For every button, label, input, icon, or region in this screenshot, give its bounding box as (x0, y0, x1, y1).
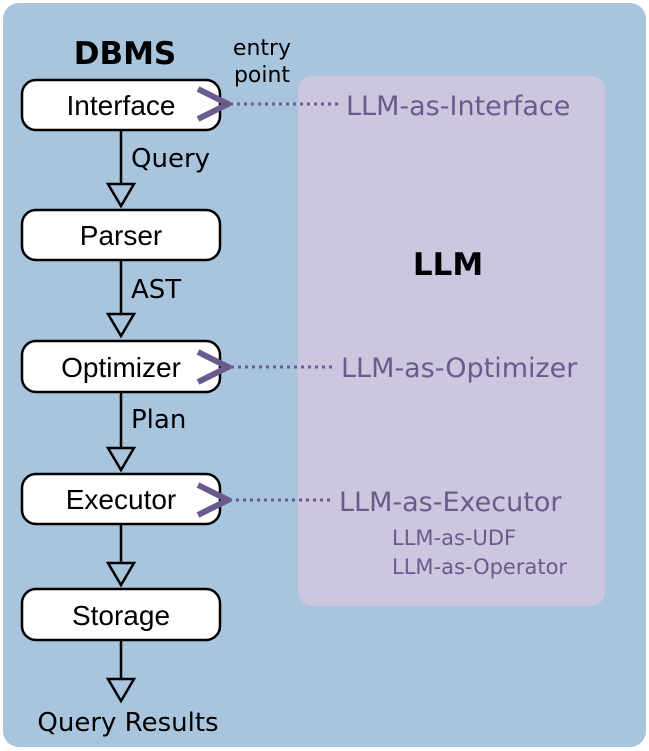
llm-as-interface-label: LLM-as-Interface (346, 91, 570, 122)
stage-executor-label: Executor (66, 484, 177, 515)
stage-interface: Interface (20, 78, 222, 132)
stage-executor: Executor (20, 472, 222, 526)
output-label: Query Results (37, 708, 218, 738)
llm-as-udf-label: LLM-as-UDF (392, 526, 516, 550)
flow-connectors (105, 130, 137, 704)
stage-parser: Parser (20, 208, 222, 262)
stage-storage-label: Storage (72, 600, 170, 631)
llm-title: LLM (413, 247, 483, 283)
llm-as-operator-label: LLM-as-Operator (392, 555, 567, 579)
edge-label-plan: Plan (131, 405, 186, 435)
stage-storage: Storage (20, 587, 222, 642)
llm-arrows (228, 104, 338, 500)
edge-label-ast: AST (131, 275, 181, 305)
dbms-title: DBMS (74, 36, 177, 72)
llm-as-executor-label: LLM-as-Executor (339, 487, 562, 518)
entry-point-label: entry (233, 36, 291, 61)
edge-label-query: Query (131, 144, 210, 174)
llm-as-optimizer-label: LLM-as-Optimizer (341, 353, 578, 384)
stage-interface-label: Interface (67, 90, 176, 121)
entry-point-label-2: point (234, 63, 290, 88)
llm-panel (298, 76, 605, 606)
stage-optimizer-label: Optimizer (61, 352, 181, 383)
stage-optimizer: Optimizer (20, 339, 222, 394)
stage-parser-label: Parser (80, 220, 162, 251)
